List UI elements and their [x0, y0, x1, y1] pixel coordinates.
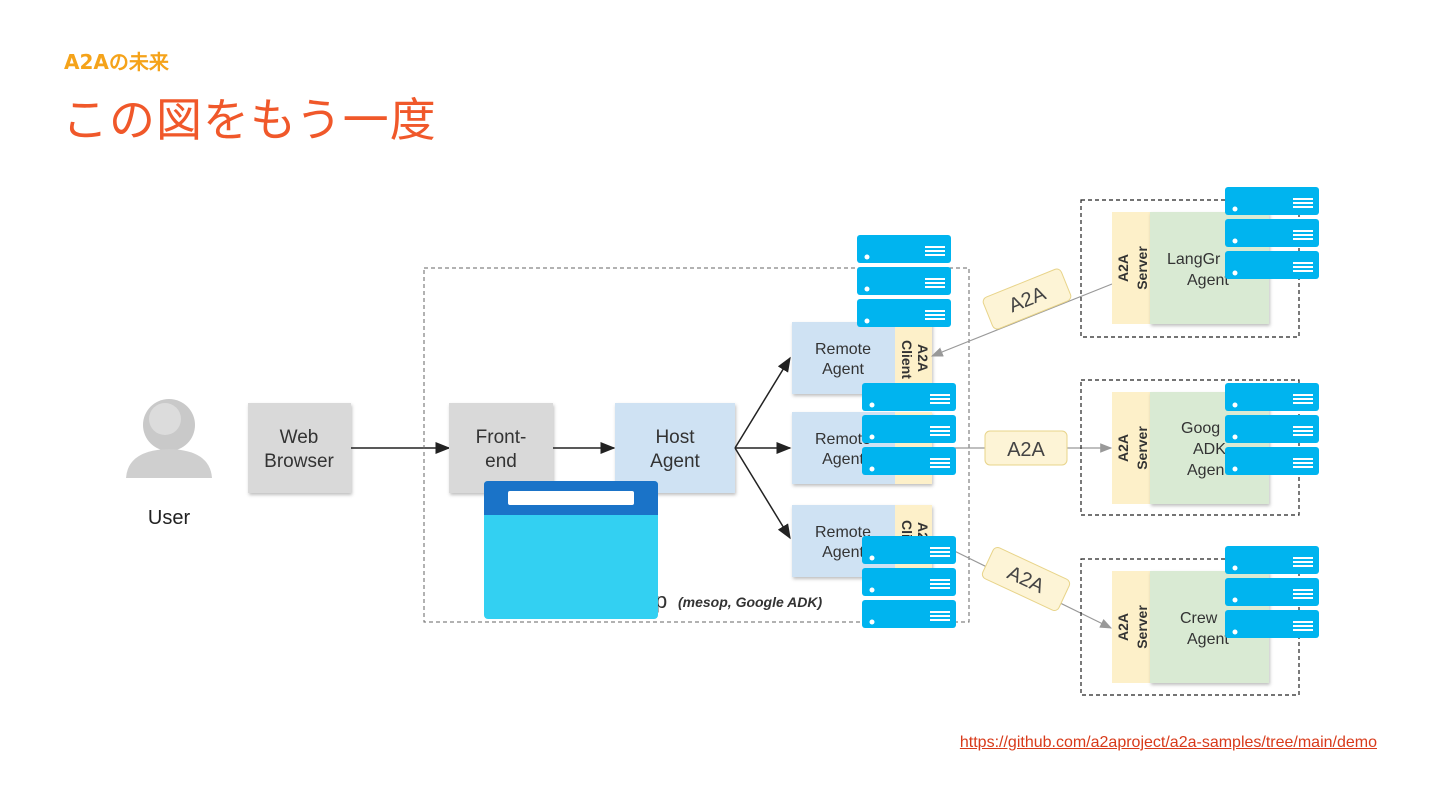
web-browser-label-2: Browser: [264, 451, 334, 472]
server-stack-icon-client-1: [857, 235, 951, 327]
web-browser-box: Web Browser: [248, 403, 351, 493]
server-stack-icon-server-3: [1225, 546, 1319, 638]
a2a-client-1-label-2: Client: [899, 340, 915, 379]
a2a-client-1-label-1: A2A: [915, 344, 931, 372]
host-to-remote-1-arrow: [734, 356, 791, 449]
remote-agent-3-label-2: Agent: [822, 544, 864, 561]
user-label: User: [148, 507, 191, 529]
demo-source-link[interactable]: https://github.com/a2aproject/a2a-sample…: [959, 734, 1377, 751]
agent-3-label-1: Crew: [1180, 610, 1218, 627]
slide-title: この図をもう一度: [62, 93, 437, 147]
app-label-prefix: p: [655, 588, 667, 613]
host-agent-label-1: Host: [655, 427, 695, 448]
remote-agent-2-label-1: Remote: [815, 431, 871, 448]
server-stack-icon-client-3: [862, 536, 956, 628]
remote-agent-1-label-1: Remote: [815, 341, 871, 358]
host-agent-box: Host Agent: [615, 403, 735, 493]
remote-agent-2-label-2: Agent: [822, 451, 864, 468]
a2a-pill-3: A2A: [981, 546, 1071, 612]
server-stack-icon-client-2: [862, 383, 956, 475]
a2a-server-2-label-1: A2A: [1115, 434, 1131, 462]
host-to-remote-3-arrow: [734, 447, 791, 540]
a2a-server-3-label-1: A2A: [1115, 613, 1131, 641]
remote-agent-1: Remote Agent A2A Client: [792, 322, 932, 394]
frontend-label-2: end: [485, 451, 517, 472]
agent-2-label-1: Goog: [1181, 420, 1220, 437]
a2a-link-1: [930, 283, 1113, 357]
a2a-pill-1: A2A: [982, 268, 1072, 330]
agent-1-label-1: LangGr: [1167, 251, 1221, 268]
frontend-label-1: Front-: [476, 427, 527, 448]
host-agent-label-2: Agent: [650, 451, 700, 472]
app-label-suffix: (mesop, Google ADK): [678, 594, 822, 610]
a2a-pill-2-label: A2A: [1007, 439, 1045, 461]
frontend-box: Front- end: [449, 403, 553, 493]
server-stack-icon-server-1: [1225, 187, 1319, 279]
remote-agent-1-label-2: Agent: [822, 361, 864, 378]
a2a-pill-2: A2A: [984, 430, 1068, 466]
web-browser-label-1: Web: [280, 427, 319, 448]
user-icon: [126, 399, 212, 478]
remote-agent-3-label-1: Remote: [815, 524, 871, 541]
a2a-server-3-label-2: Server: [1134, 605, 1150, 649]
agent-3-label-2: Agent: [1187, 631, 1229, 648]
a2a-server-1-label-2: Server: [1134, 246, 1150, 290]
server-stack-icon-server-2: [1225, 383, 1319, 475]
agent-1-label-2: Agent: [1187, 272, 1229, 289]
app-window-icon: [484, 481, 658, 619]
section-kicker: A2Aの未来: [64, 50, 169, 74]
a2a-server-2-label-2: Server: [1134, 426, 1150, 470]
a2a-server-1-label-1: A2A: [1115, 254, 1131, 282]
app-boundary: [423, 267, 970, 623]
agent-2-label-2: ADK: [1193, 441, 1226, 458]
agent-2-label-3: Agen: [1187, 462, 1224, 479]
